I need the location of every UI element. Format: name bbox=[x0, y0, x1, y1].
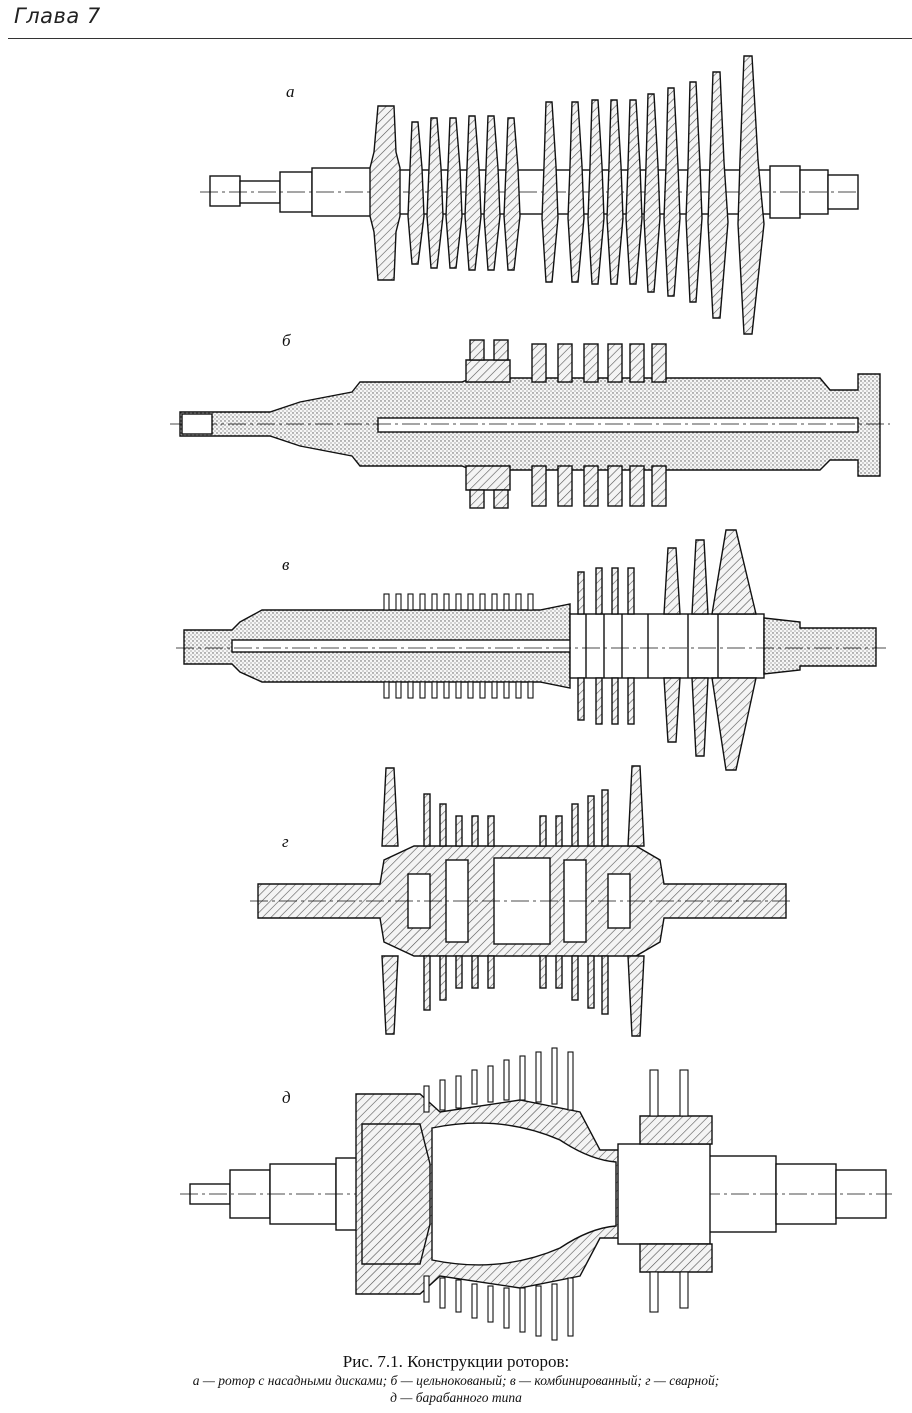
figure-caption: Рис. 7.1. Конструкции роторов: а — ротор… bbox=[0, 1352, 912, 1406]
figure-letter-g: г bbox=[282, 832, 289, 851]
rotor-e-drawing: д bbox=[180, 1047, 892, 1341]
rotor-a-drawing: а bbox=[200, 55, 860, 335]
figure-area: а bbox=[0, 40, 912, 1350]
page-header: Глава 7 bbox=[0, 0, 912, 40]
rotor-d-drawing: г bbox=[250, 765, 794, 1037]
header-rule bbox=[8, 38, 912, 39]
rotor-drawings: а bbox=[170, 55, 892, 1341]
caption-title: Рис. 7.1. Конструкции роторов: bbox=[342, 1352, 570, 1371]
figure-letter-d: д bbox=[282, 1088, 291, 1107]
figure-letter-a: а bbox=[286, 82, 295, 101]
caption-legend-line-2: д — барабанного типа bbox=[390, 1390, 522, 1405]
figure-letter-c: в bbox=[282, 555, 290, 574]
rotor-c-drawing: в bbox=[176, 529, 886, 771]
figure-letter-b: б bbox=[282, 331, 291, 350]
chapter-title: Глава 7 bbox=[14, 4, 101, 28]
caption-legend-line-1: а — ротор с насадными дисками; б — цельн… bbox=[192, 1373, 720, 1388]
rotor-b-drawing: б bbox=[170, 331, 890, 509]
